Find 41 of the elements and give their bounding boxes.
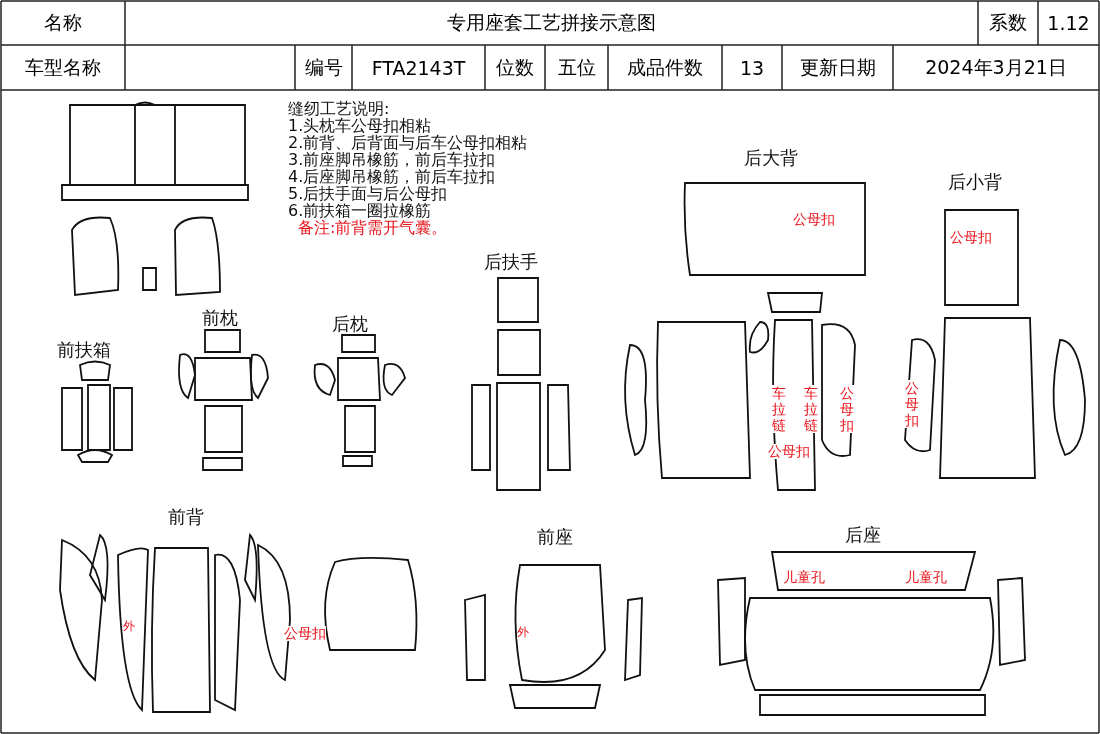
pattern-annotation: 外 [517,626,529,640]
header-label: 名称 [43,10,83,35]
header-label: 成品件数 [626,54,704,80]
notes-heading: 缝纫工艺说明: [288,100,390,118]
header-value: 1.12 [1046,11,1091,36]
section-heading: 后枕 [332,314,368,334]
header-label: 车型名称 [24,54,102,80]
pattern-annotation: 儿童孔 [783,570,825,586]
header-label: 位数 [495,54,535,80]
section-heading: 后扶手 [484,252,538,272]
section-heading: 后大背 [744,148,798,168]
pattern-annotation: 公母扣 [793,212,835,228]
note-line: 1.头枕车公母扣相粘 [288,117,432,135]
pattern-annotation: 公母扣 [768,444,810,460]
header-value: FTA2143T [370,55,467,81]
section-heading: 前扶箱 [57,340,111,360]
header-label: 系数 [988,10,1028,35]
header-label: 编号 [303,54,344,80]
header-label: 更新日期 [798,54,877,80]
note-line: 4.后座脚吊橡筋，前后车拉扣 [288,168,496,186]
note-line: 5.后扶手面与后公母扣 [288,185,448,203]
header-value: 2024年3月21日 [924,54,1068,80]
section-heading: 前枕 [202,308,238,328]
sheet-title: 专用座套工艺拼接示意图 [446,10,657,35]
note-line: 2.前背、后背面与后车公母扣相粘 [288,134,528,152]
pattern-annotation: 儿童孔 [905,570,947,586]
pattern-annotation: 公母扣 [840,385,854,434]
section-heading: 后小背 [948,172,1002,192]
pattern-annotation: 公母扣 [905,380,919,429]
note-line: 3.前座脚吊橡筋，前后车拉扣 [288,151,496,169]
note-line: 6.前扶箱一圈拉橡筋 [288,202,432,220]
section-heading: 后座 [845,525,881,545]
section-heading: 前座 [537,527,573,547]
pattern-annotation: 公母扣 [284,626,326,642]
header-value: 五位 [556,54,597,80]
pattern-annotation: 车拉链 [772,385,786,434]
pattern-annotation: 外 [123,620,135,634]
header-value: 13 [738,55,766,81]
pattern-annotation: 车拉链 [804,385,818,434]
pattern-annotation: 公母扣 [950,230,992,246]
section-heading: 前背 [168,507,204,527]
